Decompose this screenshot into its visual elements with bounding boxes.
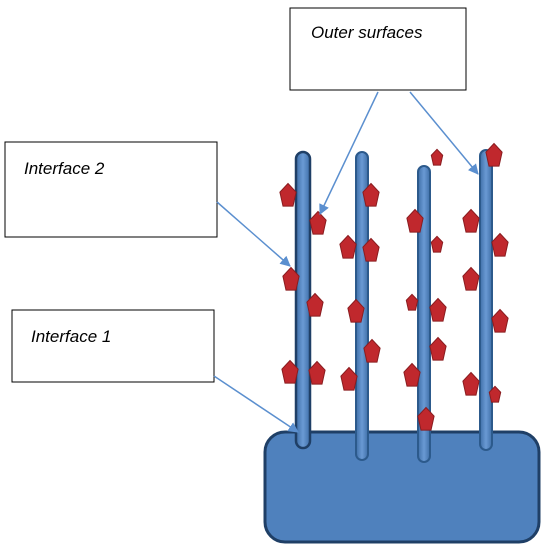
particle-25 — [491, 308, 509, 333]
particle-18 — [429, 336, 447, 361]
interface-2-box: Interface 2 — [4, 141, 218, 238]
particle-10 — [347, 298, 365, 323]
particle-5 — [281, 359, 299, 384]
particle-22 — [462, 208, 480, 233]
outer-surfaces-label: Outer surfaces — [311, 23, 423, 42]
particle-11 — [363, 338, 381, 363]
particle-14 — [406, 208, 424, 233]
particle-19 — [403, 362, 421, 387]
pillar-3 — [417, 165, 431, 463]
arrow-outer-surfaces-left — [319, 91, 379, 215]
pillar-4 — [479, 149, 493, 451]
particle-21 — [485, 142, 503, 167]
particle-12 — [340, 366, 358, 391]
particle-3 — [282, 266, 300, 291]
particle-8 — [362, 182, 380, 207]
particle-24 — [462, 266, 480, 291]
particle-2 — [309, 210, 327, 235]
particle-6 — [308, 360, 326, 385]
particle-13 — [430, 148, 444, 166]
particle-27 — [488, 385, 502, 403]
particle-15 — [430, 235, 444, 253]
pillar-1 — [294, 150, 312, 450]
particle-17 — [405, 293, 419, 311]
particle-26 — [462, 371, 480, 396]
particle-layer — [279, 142, 509, 431]
substrate-base — [263, 430, 541, 544]
arrow-interface-1 — [213, 375, 299, 433]
particle-23 — [491, 232, 509, 257]
particle-4 — [306, 292, 324, 317]
particle-16 — [429, 297, 447, 322]
outer-surfaces-box: Outer surfaces — [289, 7, 467, 91]
particle-9 — [362, 237, 380, 262]
interface-1-label: Interface 1 — [31, 327, 111, 346]
particle-1 — [279, 182, 297, 207]
particle-7 — [339, 234, 357, 259]
arrow-interface-2 — [216, 201, 291, 267]
arrow-outer-surfaces-right — [409, 91, 479, 175]
interface-1-box: Interface 1 — [11, 309, 215, 383]
interface-2-label: Interface 2 — [24, 159, 105, 178]
particle-20 — [417, 406, 435, 431]
